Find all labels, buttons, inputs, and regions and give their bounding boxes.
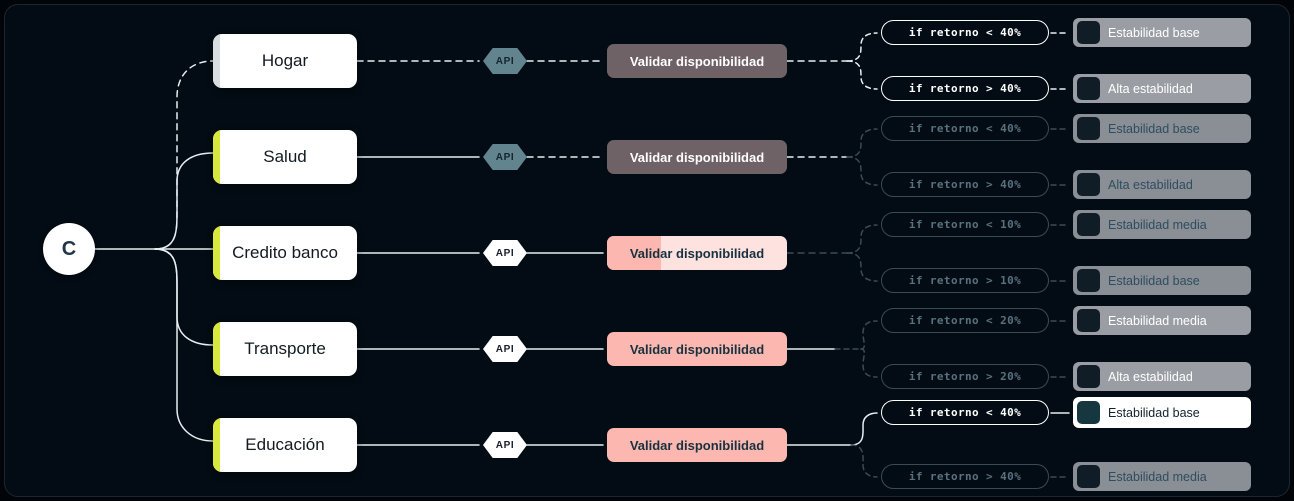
api-node-label: API xyxy=(495,343,515,355)
condition-pill[interactable]: if retorno < 40% xyxy=(881,20,1049,45)
condition-pill-label: if retorno > 40% xyxy=(908,178,1022,191)
result-box[interactable]: Alta estabilidad xyxy=(1073,362,1251,391)
api-node-transporte[interactable]: API xyxy=(483,336,527,362)
category-card-salud[interactable]: Salud xyxy=(213,130,357,184)
result-box-label: Estabilidad base xyxy=(1108,121,1200,136)
category-card-label: Transporte xyxy=(244,339,326,358)
category-accent-bar xyxy=(213,34,220,88)
condition-pill[interactable]: if retorno < 40% xyxy=(881,116,1049,141)
category-card-transporte[interactable]: Transporte xyxy=(213,322,357,376)
result-box-label: Estabilidad base xyxy=(1108,25,1200,40)
condition-pill-label: if retorno < 40% xyxy=(908,122,1022,135)
result-box[interactable]: Alta estabilidad xyxy=(1073,74,1251,103)
result-thumbnail-icon xyxy=(1077,465,1100,488)
result-thumbnail-icon xyxy=(1077,173,1100,196)
condition-pill[interactable]: if retorno > 40% xyxy=(881,76,1049,101)
validar-box-credito-banco[interactable]: Validar disponibilidad xyxy=(607,236,787,270)
category-card-hogar[interactable]: Hogar xyxy=(213,34,357,88)
validar-box-label: Validar disponibilidad xyxy=(629,53,765,69)
api-node-salud[interactable]: API xyxy=(483,144,527,170)
condition-pill[interactable]: if retorno < 10% xyxy=(881,212,1049,237)
validar-box-transporte[interactable]: Validar disponibilidad xyxy=(607,332,787,366)
condition-pill-label: if retorno < 40% xyxy=(908,26,1022,39)
result-box[interactable]: Estabilidad media xyxy=(1073,462,1251,491)
condition-pill[interactable]: if retorno < 20% xyxy=(881,308,1049,333)
condition-pill[interactable]: if retorno > 40% xyxy=(881,464,1049,489)
condition-pill-label: if retorno > 40% xyxy=(908,470,1022,483)
api-node-label: API xyxy=(495,151,515,163)
api-node-hogar[interactable]: API xyxy=(483,48,527,74)
result-box-selected[interactable]: Estabilidad base xyxy=(1073,397,1251,428)
validar-box-label: Validar disponibilidad xyxy=(629,437,765,453)
result-box[interactable]: Estabilidad base xyxy=(1073,114,1251,143)
condition-pill[interactable]: if retorno > 20% xyxy=(881,364,1049,389)
category-card-label: Educación xyxy=(245,435,325,454)
result-box-label: Estabilidad media xyxy=(1108,217,1207,232)
condition-pill[interactable]: if retorno < 40% xyxy=(881,400,1049,425)
result-thumbnail-icon xyxy=(1077,309,1100,332)
result-thumbnail-icon xyxy=(1077,365,1100,388)
condition-pill-label: if retorno > 10% xyxy=(908,274,1022,287)
result-box[interactable]: Estabilidad media xyxy=(1073,210,1251,239)
validar-box-educacion[interactable]: Validar disponibilidad xyxy=(607,428,787,462)
api-node-label: API xyxy=(495,439,515,451)
result-thumbnail-icon xyxy=(1077,21,1100,44)
condition-pill-label: if retorno < 20% xyxy=(908,314,1022,327)
result-box[interactable]: Estabilidad base xyxy=(1073,18,1251,47)
category-accent-bar xyxy=(213,322,220,376)
result-box-label: Estabilidad base xyxy=(1108,405,1200,420)
condition-pill-label: if retorno < 10% xyxy=(908,218,1022,231)
validar-box-hogar[interactable]: Validar disponibilidad xyxy=(607,44,787,78)
result-box-label: Estabilidad base xyxy=(1108,273,1200,288)
result-thumbnail-icon xyxy=(1077,117,1100,140)
condition-pill-label: if retorno < 40% xyxy=(908,406,1022,419)
condition-pill[interactable]: if retorno > 10% xyxy=(881,268,1049,293)
result-box-label: Estabilidad media xyxy=(1108,469,1207,484)
validar-progress-fill xyxy=(607,236,661,270)
category-card-label: Hogar xyxy=(261,51,309,70)
result-box-label: Estabilidad media xyxy=(1108,313,1207,328)
result-thumbnail-icon xyxy=(1077,77,1100,100)
validar-box-label: Validar disponibilidad xyxy=(629,149,765,165)
condition-pill-label: if retorno > 20% xyxy=(908,370,1022,383)
root-node[interactable]: C xyxy=(43,223,95,275)
category-card-educacion[interactable]: Educación xyxy=(213,418,357,472)
api-node-educacion[interactable]: API xyxy=(483,432,527,458)
category-accent-bar xyxy=(213,130,220,184)
result-thumbnail-icon xyxy=(1077,269,1100,292)
result-thumbnail-icon xyxy=(1077,213,1100,236)
api-node-label: API xyxy=(495,55,515,67)
category-card-credito-banco[interactable]: Credito banco xyxy=(213,226,357,280)
result-box-label: Alta estabilidad xyxy=(1108,177,1193,192)
api-node-label: API xyxy=(495,247,515,259)
category-card-label: Salud xyxy=(263,147,307,166)
validar-box-salud[interactable]: Validar disponibilidad xyxy=(607,140,787,174)
category-accent-bar xyxy=(213,226,220,280)
result-box[interactable]: Estabilidad base xyxy=(1073,266,1251,295)
diagram-canvas: C Hogar API Validar disponibilidad if re… xyxy=(4,4,1290,497)
condition-pill-label: if retorno > 40% xyxy=(908,82,1022,95)
category-accent-bar xyxy=(213,418,220,472)
result-box[interactable]: Alta estabilidad xyxy=(1073,170,1251,199)
result-thumbnail-icon xyxy=(1077,401,1100,424)
result-box[interactable]: Estabilidad media xyxy=(1073,306,1251,335)
category-card-label: Credito banco xyxy=(232,243,338,262)
result-box-label: Alta estabilidad xyxy=(1108,81,1193,96)
condition-pill[interactable]: if retorno > 40% xyxy=(881,172,1049,197)
validar-box-label: Validar disponibilidad xyxy=(629,341,765,357)
root-node-label: C xyxy=(61,237,77,260)
result-box-label: Alta estabilidad xyxy=(1108,369,1193,384)
validar-box-label: Validar disponibilidad xyxy=(629,245,765,261)
api-node-credito-banco[interactable]: API xyxy=(483,240,527,266)
